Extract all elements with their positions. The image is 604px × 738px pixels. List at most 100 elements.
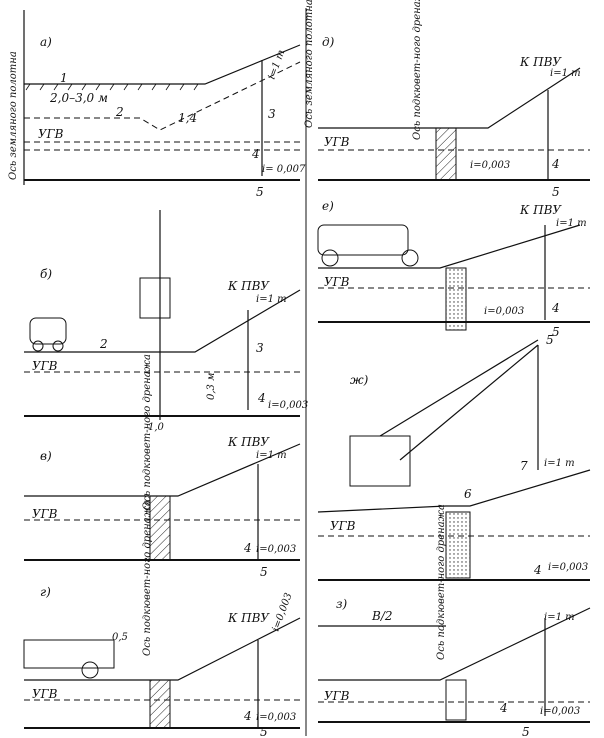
panel-a-ground-line (24, 44, 301, 85)
panel-e-trench (445, 267, 467, 331)
panel-z-slope-ratio: i=1 m (544, 612, 575, 623)
panel-zh-crane-boom (379, 339, 539, 461)
panel-d: д) Ось земляного полотна Ось подкювет-но… (304, 0, 590, 199)
panel-b-mark-4: 4 (257, 391, 266, 405)
panel-b-slope-ratio: i=1 m (256, 294, 287, 305)
panel-a-ground-hatch (25, 83, 199, 91)
panel-g-slope-ratio: i=0,003 (270, 591, 294, 633)
panel-z-half-width: B/2 (371, 609, 393, 623)
panel-a-label: а) (40, 35, 52, 49)
panel-e-truck (317, 224, 409, 256)
panel-zh-gwl: УГВ (330, 519, 356, 533)
panel-zh-ground-line (317, 469, 591, 513)
panel-b-ground-line (24, 289, 301, 353)
panel-b-truck-wheel (32, 340, 44, 352)
panel-a-mark-3: 3 (268, 107, 276, 121)
panel-zh-mark-6: 6 (464, 487, 472, 501)
panel-z-gwl: УГВ (324, 689, 350, 703)
panel-a-mark-4: 4 (251, 147, 260, 161)
panel-b-mark-3: 3 (256, 341, 264, 355)
panel-d-mark-5: 5 (552, 185, 560, 199)
panel-zh-slope-ratio: i=1 m (544, 458, 575, 469)
panel-g-axis-label: Ось подкювет-ного дренажа (142, 500, 153, 656)
panel-d-axis-label: Ось земляного полотна (304, 0, 315, 128)
panel-b-rig (139, 277, 171, 319)
panel-g-offset: 0,5 (112, 632, 128, 643)
panel-z-gradient: i=0,003 (540, 706, 580, 717)
panel-b-kpvu: К ПВУ (227, 279, 270, 293)
panel-z: з) Ось подкювет-ного дренажа B/2 i=1 m У… (318, 504, 591, 738)
panel-v-label: в) (40, 449, 52, 463)
panel-b-mark-2: 2 (99, 337, 108, 351)
panel-zh-label: ж) (350, 373, 369, 387)
panel-zh-crane-cab (349, 435, 411, 487)
panel-g-trench (149, 679, 171, 729)
panel-e-mark-4: 4 (551, 301, 560, 315)
panel-b-gwl: УГВ (32, 359, 58, 373)
panel-d-kpvu: К ПВУ (519, 55, 562, 69)
panel-zh: ж) 5 7 i=1 m 6 УГВ 4 i=0,003 (317, 333, 591, 581)
panel-e-label: е) (322, 199, 334, 213)
panel-e-mark-5: 5 (552, 325, 560, 339)
panel-e: е) К ПВУ i=1 m УГВ i=0,003 4 5 (317, 199, 590, 339)
panel-d-ground-line (318, 67, 581, 129)
panel-v-mark-4: 4 (243, 541, 252, 555)
panel-zh-trench (445, 511, 471, 579)
panel-d-gradient: i=0,003 (470, 160, 510, 171)
panel-zh-mark-7: 7 (520, 459, 528, 473)
panel-a-gwl: УГВ (38, 127, 64, 141)
panel-e-gwl: УГВ (324, 275, 350, 289)
panel-g-truck (23, 639, 115, 669)
panel-a-axis-label: Ось земляного полотна (8, 51, 19, 180)
panel-a-slope: 1,4 (178, 111, 197, 125)
panel-e-truck-wheel-2 (401, 249, 419, 267)
panel-g-gwl: УГВ (32, 687, 58, 701)
panel-z-label: з) (336, 597, 348, 611)
panel-v-axis-label: Ось подкювет-ного дренажа (142, 354, 153, 510)
panel-zh-mark-5: 5 (546, 333, 554, 347)
panel-d-gwl: УГВ (324, 135, 350, 149)
panel-a-slope-ratio: i=1 m (266, 49, 287, 82)
panel-b-truck (29, 317, 67, 345)
panel-e-gradient: i=0,003 (484, 306, 524, 317)
panel-g-mark-4: 4 (243, 709, 252, 723)
panel-d-trench (435, 127, 457, 181)
panel-g-kpvu: К ПВУ (227, 611, 270, 625)
panel-g-truck-wheel (81, 661, 99, 679)
panel-g-label: г) (40, 585, 51, 599)
panel-zh-mark-4: 4 (533, 563, 542, 577)
panel-v-kpvu: К ПВУ (227, 435, 270, 449)
panel-e-kpvu: К ПВУ (519, 203, 562, 217)
panel-d-mark-4: 4 (551, 157, 560, 171)
panel-z-mark-5: 5 (522, 725, 530, 738)
panel-b: б) К ПВУ i=1 m 2 УГВ 3 0,3 м 4 i=0,003 1… (24, 210, 308, 433)
panel-e-truck-wheel (321, 249, 339, 267)
panel-d-label: д) (322, 35, 335, 49)
panel-a-depth: 2,0–3,0 м (49, 91, 108, 105)
panel-e-ground-line (318, 224, 581, 269)
panel-e-slope-ratio: i=1 m (556, 218, 587, 229)
panel-g-ground-line (24, 617, 301, 681)
panel-z-axis-label: Ось подкювет-ного дренажа (436, 504, 447, 660)
panel-v-slope-ratio: i=1 m (256, 450, 287, 461)
panel-v-gwl: УГВ (32, 507, 58, 521)
panel-z-ground-line (318, 607, 591, 681)
panel-a-mark-2: 2 (115, 105, 124, 119)
panel-z-mark-4: 4 (499, 701, 508, 715)
panel-d-axis-label-2: Ось подкювет-ного дренажа (412, 0, 423, 140)
panel-v-trench (149, 495, 171, 561)
panel-b-depth: 0,3 м (206, 373, 217, 400)
panel-b-truck-wheel-2 (52, 340, 64, 352)
panel-g-gradient: i=0,003 (256, 712, 296, 723)
panel-v-gradient: i=0,003 (256, 544, 296, 555)
panel-v-ground-line (24, 443, 301, 497)
panel-a-gradient: i= 0,007 (262, 164, 306, 175)
panel-a: а) Ось земляного полотна 1 2,0–3,0 м 2 1… (8, 10, 306, 199)
panel-b-bottom: 1,0 (148, 422, 165, 433)
panel-d-slope-ratio: i=1 m (550, 68, 581, 79)
panel-zh-gradient: i=0,003 (548, 562, 588, 573)
panel-a-mark-5: 5 (256, 185, 264, 199)
panel-v-mark-5: 5 (260, 565, 268, 579)
panel-g-mark-5: 5 (260, 725, 268, 738)
